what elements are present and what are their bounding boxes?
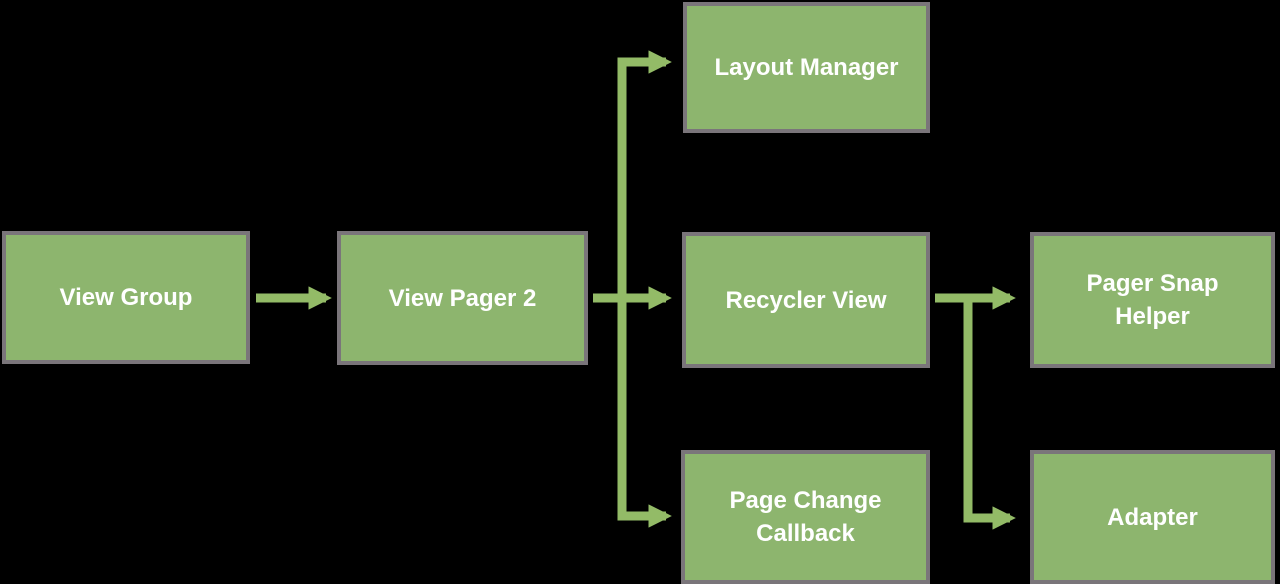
node-view-pager-2: View Pager 2 <box>337 231 588 365</box>
node-view-pager-2-label: View Pager 2 <box>388 284 537 312</box>
node-pager-snap-helper-label: Pager Snap Helper <box>1086 270 1219 330</box>
node-page-change-callback-label: Page Change Callback <box>729 487 882 547</box>
node-layout-manager-label: Layout Manager <box>714 54 899 81</box>
node-recycler-view: Recycler View <box>682 232 930 368</box>
node-page-change-callback: Page Change Callback <box>681 450 930 584</box>
node-recycler-view-label: Recycler View <box>725 286 887 314</box>
node-pager-snap-helper: Pager Snap Helper <box>1030 232 1275 368</box>
node-view-group-label: View Group <box>59 284 193 311</box>
node-view-group: View Group <box>2 231 250 364</box>
node-adapter: Adapter <box>1030 450 1275 584</box>
arrow-recyclerview-to-adapter <box>963 298 1016 530</box>
node-layout-manager: Layout Manager <box>683 2 930 133</box>
node-adapter-label: Adapter <box>1107 503 1198 531</box>
